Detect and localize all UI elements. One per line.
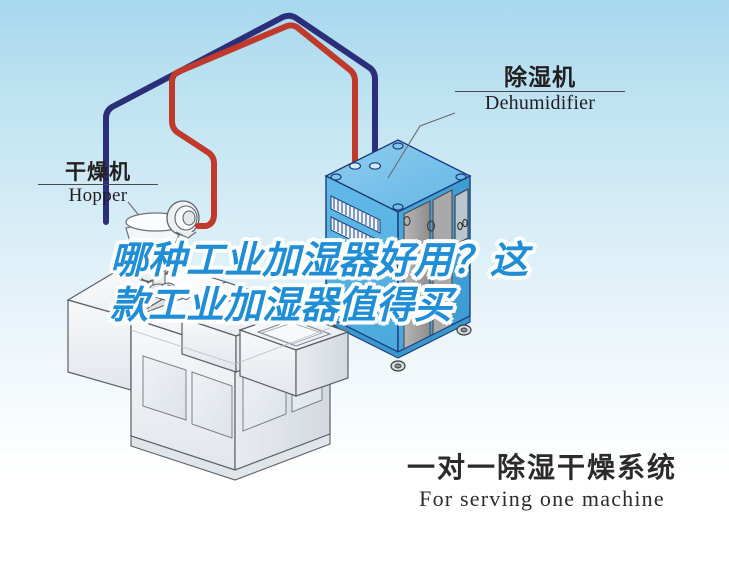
- label-dehumidifier-cn: 除湿机: [504, 65, 576, 91]
- pipe-hot-dry-air: [169, 22, 358, 217]
- label-hopper-cn: 干燥机: [65, 160, 131, 184]
- headline-overlay: 哪种工业加湿器好用？这 款工业加湿器值得买: [108, 236, 630, 330]
- label-dehumidifier-rule: [455, 91, 625, 93]
- label-hopper-en: Hopper: [68, 185, 128, 207]
- blower-motor: [166, 200, 200, 239]
- top-bolt-circles: [330, 142, 467, 211]
- control-display: [454, 188, 469, 246]
- leader-line-dehumidifier: [387, 112, 456, 179]
- pipe-return-air: [103, 12, 378, 225]
- system-caption: 一对一除湿干燥系统 For serving one machine: [392, 451, 692, 512]
- pipe-ports: [348, 162, 382, 170]
- system-caption-en: For serving one machine: [419, 486, 665, 512]
- machine-front-windows: [142, 355, 233, 439]
- label-dehumidifier-en: Dehumidifier: [484, 92, 596, 115]
- headline-line-2: 款工业加湿器值得买: [108, 280, 455, 329]
- access-door-panel: [403, 189, 453, 356]
- system-caption-cn: 一对一除湿干燥系统: [406, 451, 677, 484]
- injection-molding-machine: [66, 263, 350, 481]
- headline-line-1: 哪种工业加湿器好用？这: [108, 236, 531, 285]
- vent-grille-lower: [330, 216, 381, 255]
- label-hopper: 干燥机 Hopper: [38, 161, 158, 206]
- front-slot-lines: [330, 238, 381, 274]
- label-dehumidifier: 除湿机 Dehumidifier: [455, 66, 625, 114]
- injection-nozzle: [160, 282, 191, 300]
- label-hopper-rule: [38, 184, 158, 186]
- dehumidifier-unit: [323, 139, 472, 372]
- vent-grille-upper: [330, 195, 381, 234]
